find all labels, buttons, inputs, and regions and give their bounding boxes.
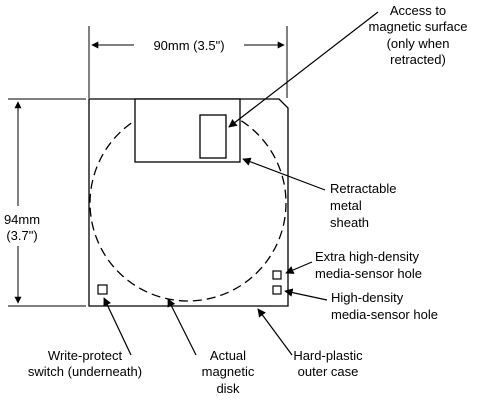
- access-window: [199, 114, 227, 159]
- sheath-arrow: [242, 157, 326, 191]
- case-label-1: Hard-plastic: [293, 348, 363, 363]
- height-label-line-1: 94mm: [4, 212, 40, 227]
- outer-case: [88, 98, 289, 307]
- hd-sensor-hole: [272, 285, 282, 295]
- access-arrow: [228, 11, 379, 128]
- magnetic-disk: [89, 104, 287, 302]
- extra-hd-arrow: [285, 261, 313, 274]
- extra-hd-sensor-hole: [272, 270, 282, 280]
- sheath-label-1: Retractable: [330, 181, 396, 196]
- case-arrow: [257, 308, 293, 356]
- case-label-2: outer case: [298, 364, 359, 379]
- sheath-label-2: metal: [330, 198, 362, 213]
- disk-label-3: disk: [216, 381, 240, 396]
- extra-hd-label-1: Extra high-density: [315, 249, 420, 264]
- width-label: 90mm (3.5"): [153, 38, 224, 53]
- access-label-2: magnetic surface: [369, 19, 468, 34]
- height-label-line-2: (3.7"): [6, 228, 37, 243]
- access-label-4: retracted): [390, 52, 446, 67]
- sheath-label-3: sheath: [330, 215, 369, 230]
- access-label-1: Access to: [390, 3, 446, 18]
- width-dimension: 90mm (3.5"): [88, 26, 288, 98]
- extra-hd-label-2: media-sensor hole: [315, 266, 422, 281]
- write-protect-label-1: Write-protect: [48, 348, 123, 363]
- hd-arrow: [284, 288, 328, 301]
- disk-label-1: Actual: [210, 348, 246, 363]
- height-dimension: 94mm (3.7"): [4, 98, 86, 307]
- disk-label-2: magnetic: [202, 364, 255, 379]
- disk-arrow: [167, 298, 197, 356]
- hd-label-1: High-density: [331, 290, 404, 305]
- hd-label-2: media-sensor hole: [331, 307, 438, 322]
- write-protect-switch: [97, 284, 108, 295]
- write-protect-label-2: switch (underneath): [28, 364, 142, 379]
- access-label-3: (only when: [387, 36, 450, 51]
- write-protect-arrow: [103, 297, 132, 356]
